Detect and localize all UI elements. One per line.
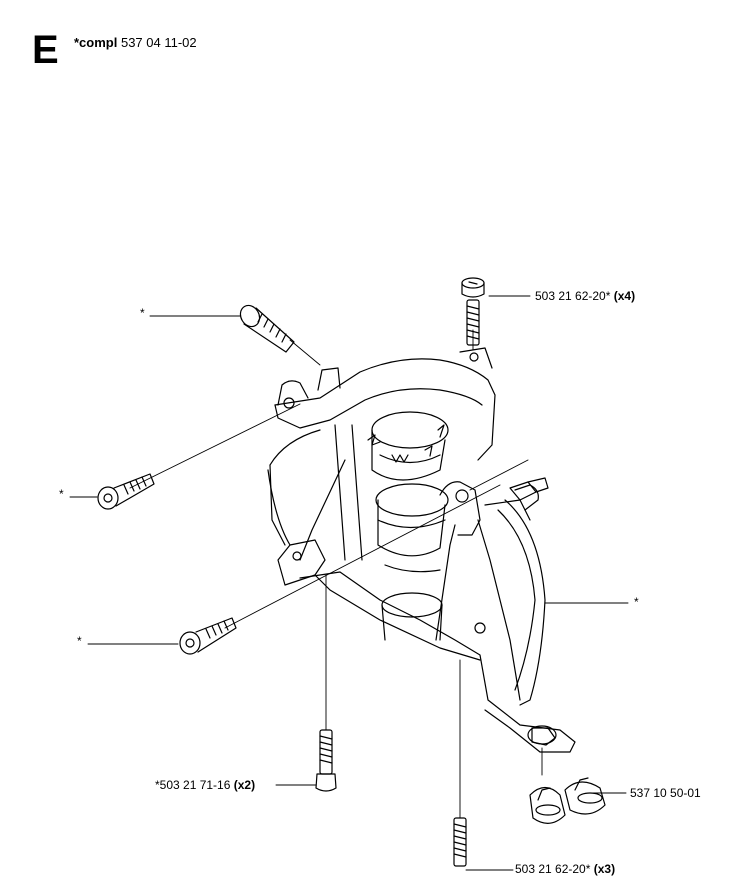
screws [97,277,485,867]
part-number: 537 10 50-01 [630,786,701,800]
assembly-code: *compl 537 04 11-02 [74,35,197,50]
screw-bottom-drawing [453,817,467,867]
callout-clip: 537 10 50-01 [630,787,701,799]
asterisk-label-4: * [634,595,639,609]
quantity: (x2) [233,778,256,792]
crankcase-bracket [267,347,576,753]
callout-screw-bottom: 503 21 62-20* (x3) [515,863,615,875]
asterisk-label-3: * [77,634,82,648]
callout-screw-left: *503 21 71-16 (x2) [155,779,255,791]
screw-mid-left-drawing [97,473,155,510]
callout-screw-top: 503 21 62-20* (x4) [535,290,635,302]
screw-low-left-drawing [179,617,237,655]
asterisk-label-2: * [59,487,64,501]
leader-lines [69,295,629,871]
screw-left-drawing [315,729,337,792]
asterisk-label-1: * [140,306,145,320]
part-number: 503 21 62-20* [515,862,591,876]
screw-upper-left-drawing [239,304,295,353]
section-letter: E [32,28,59,72]
compl-number: 537 04 11-02 [120,35,197,50]
part-number: *503 21 71-16 [155,778,231,792]
quantity: (x4) [613,289,636,303]
screw-top-drawing [461,277,485,346]
part-number: 503 21 62-20* [535,289,611,303]
clip-nut [527,725,606,824]
compl-prefix: *compl [74,35,118,50]
quantity: (x3) [593,862,616,876]
